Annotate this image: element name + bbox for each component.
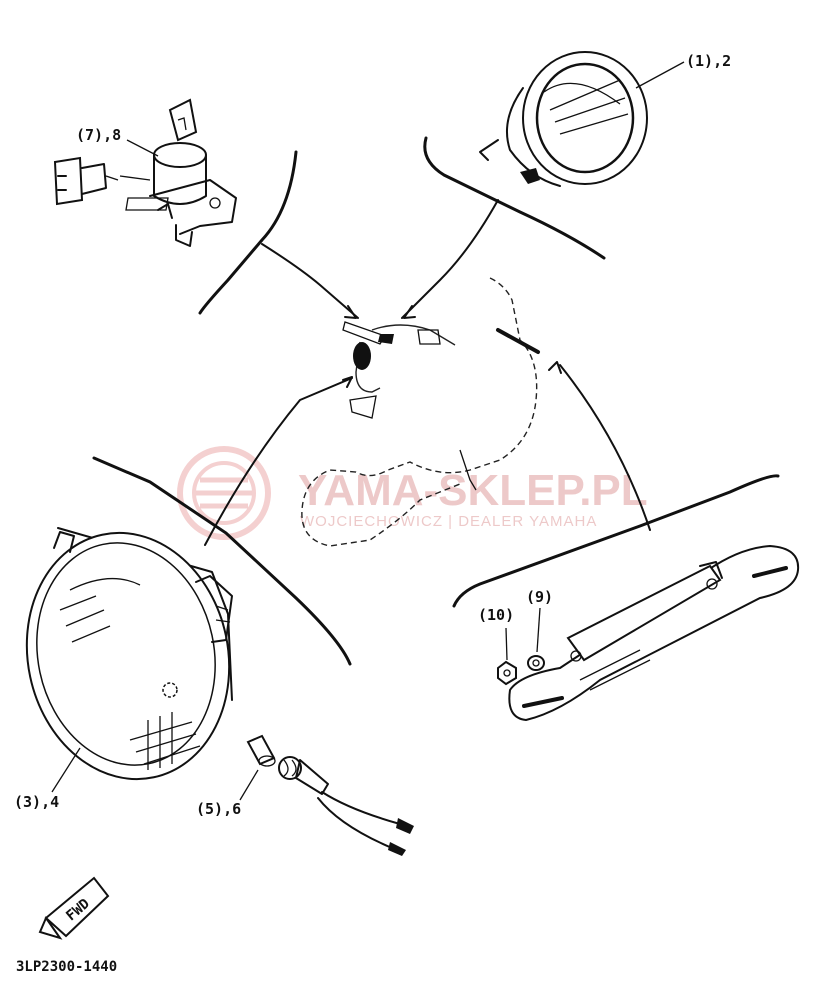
frame-lines <box>92 136 780 666</box>
pointer-arrows <box>204 199 651 546</box>
motorcycle-outline <box>301 277 540 547</box>
watermark-logo <box>177 446 271 540</box>
main-switch-assembly <box>53 98 237 247</box>
diagram-code: 3LP2300-1440 <box>16 959 117 975</box>
headlight-assembly <box>25 527 233 793</box>
label-main-switch: (7),8 <box>76 126 121 144</box>
bracket-assembly <box>497 544 800 722</box>
label-bulb: (5),6 <box>196 800 241 818</box>
watermark: YAMA-SKLEP.PL WOJCIECHOWICZ | DEALER YAM… <box>177 446 648 540</box>
label-headlight: (3),4 <box>14 793 59 811</box>
label-meter: (1),2 <box>686 52 731 70</box>
label-nut: (10) <box>478 606 514 624</box>
bulb-assembly <box>239 734 414 856</box>
fwd-arrow: FWD <box>38 876 110 940</box>
watermark-title: YAMA-SKLEP.PL <box>298 466 648 515</box>
watermark-subtitle: WOJCIECHOWICZ | DEALER YAMAHA <box>300 513 597 530</box>
label-washer: (9) <box>526 588 553 606</box>
meter-assembly <box>479 51 685 187</box>
